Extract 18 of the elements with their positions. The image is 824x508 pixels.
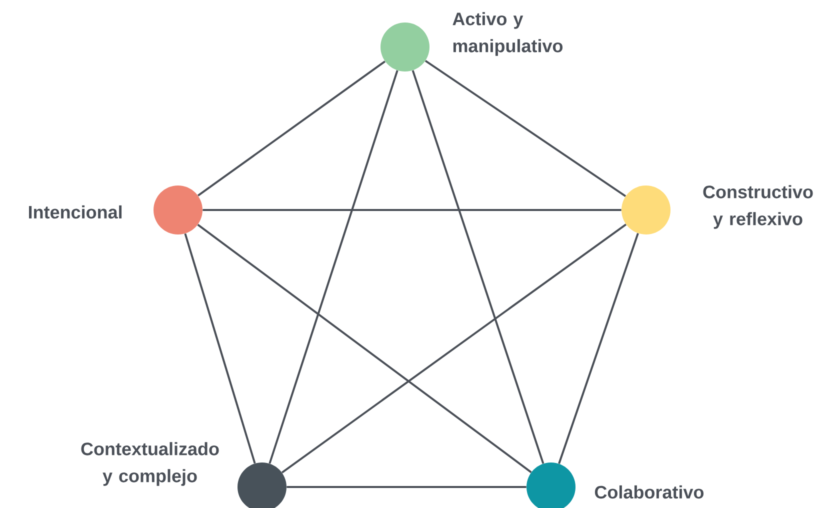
circle-node [154, 186, 202, 234]
circle-node [622, 186, 670, 234]
node-label: Intencional [29, 205, 122, 219]
node-label: Activo y manipulativo [452, 12, 563, 56]
node-label: Contextualizado y complejo [81, 442, 219, 486]
connector-line [558, 233, 639, 464]
connector-line [184, 233, 256, 464]
connector-line [286, 486, 526, 488]
connector-line [412, 70, 544, 464]
node-label: Constructivo y reflexivo [703, 185, 813, 229]
connector-line [268, 70, 398, 464]
connector-line [197, 60, 386, 196]
connector-line [281, 224, 627, 474]
connector-line [424, 60, 626, 197]
connector-line [202, 209, 622, 211]
circle-node [380, 22, 430, 72]
connector-line [197, 224, 532, 474]
node-label: Colaborativo [594, 485, 704, 499]
